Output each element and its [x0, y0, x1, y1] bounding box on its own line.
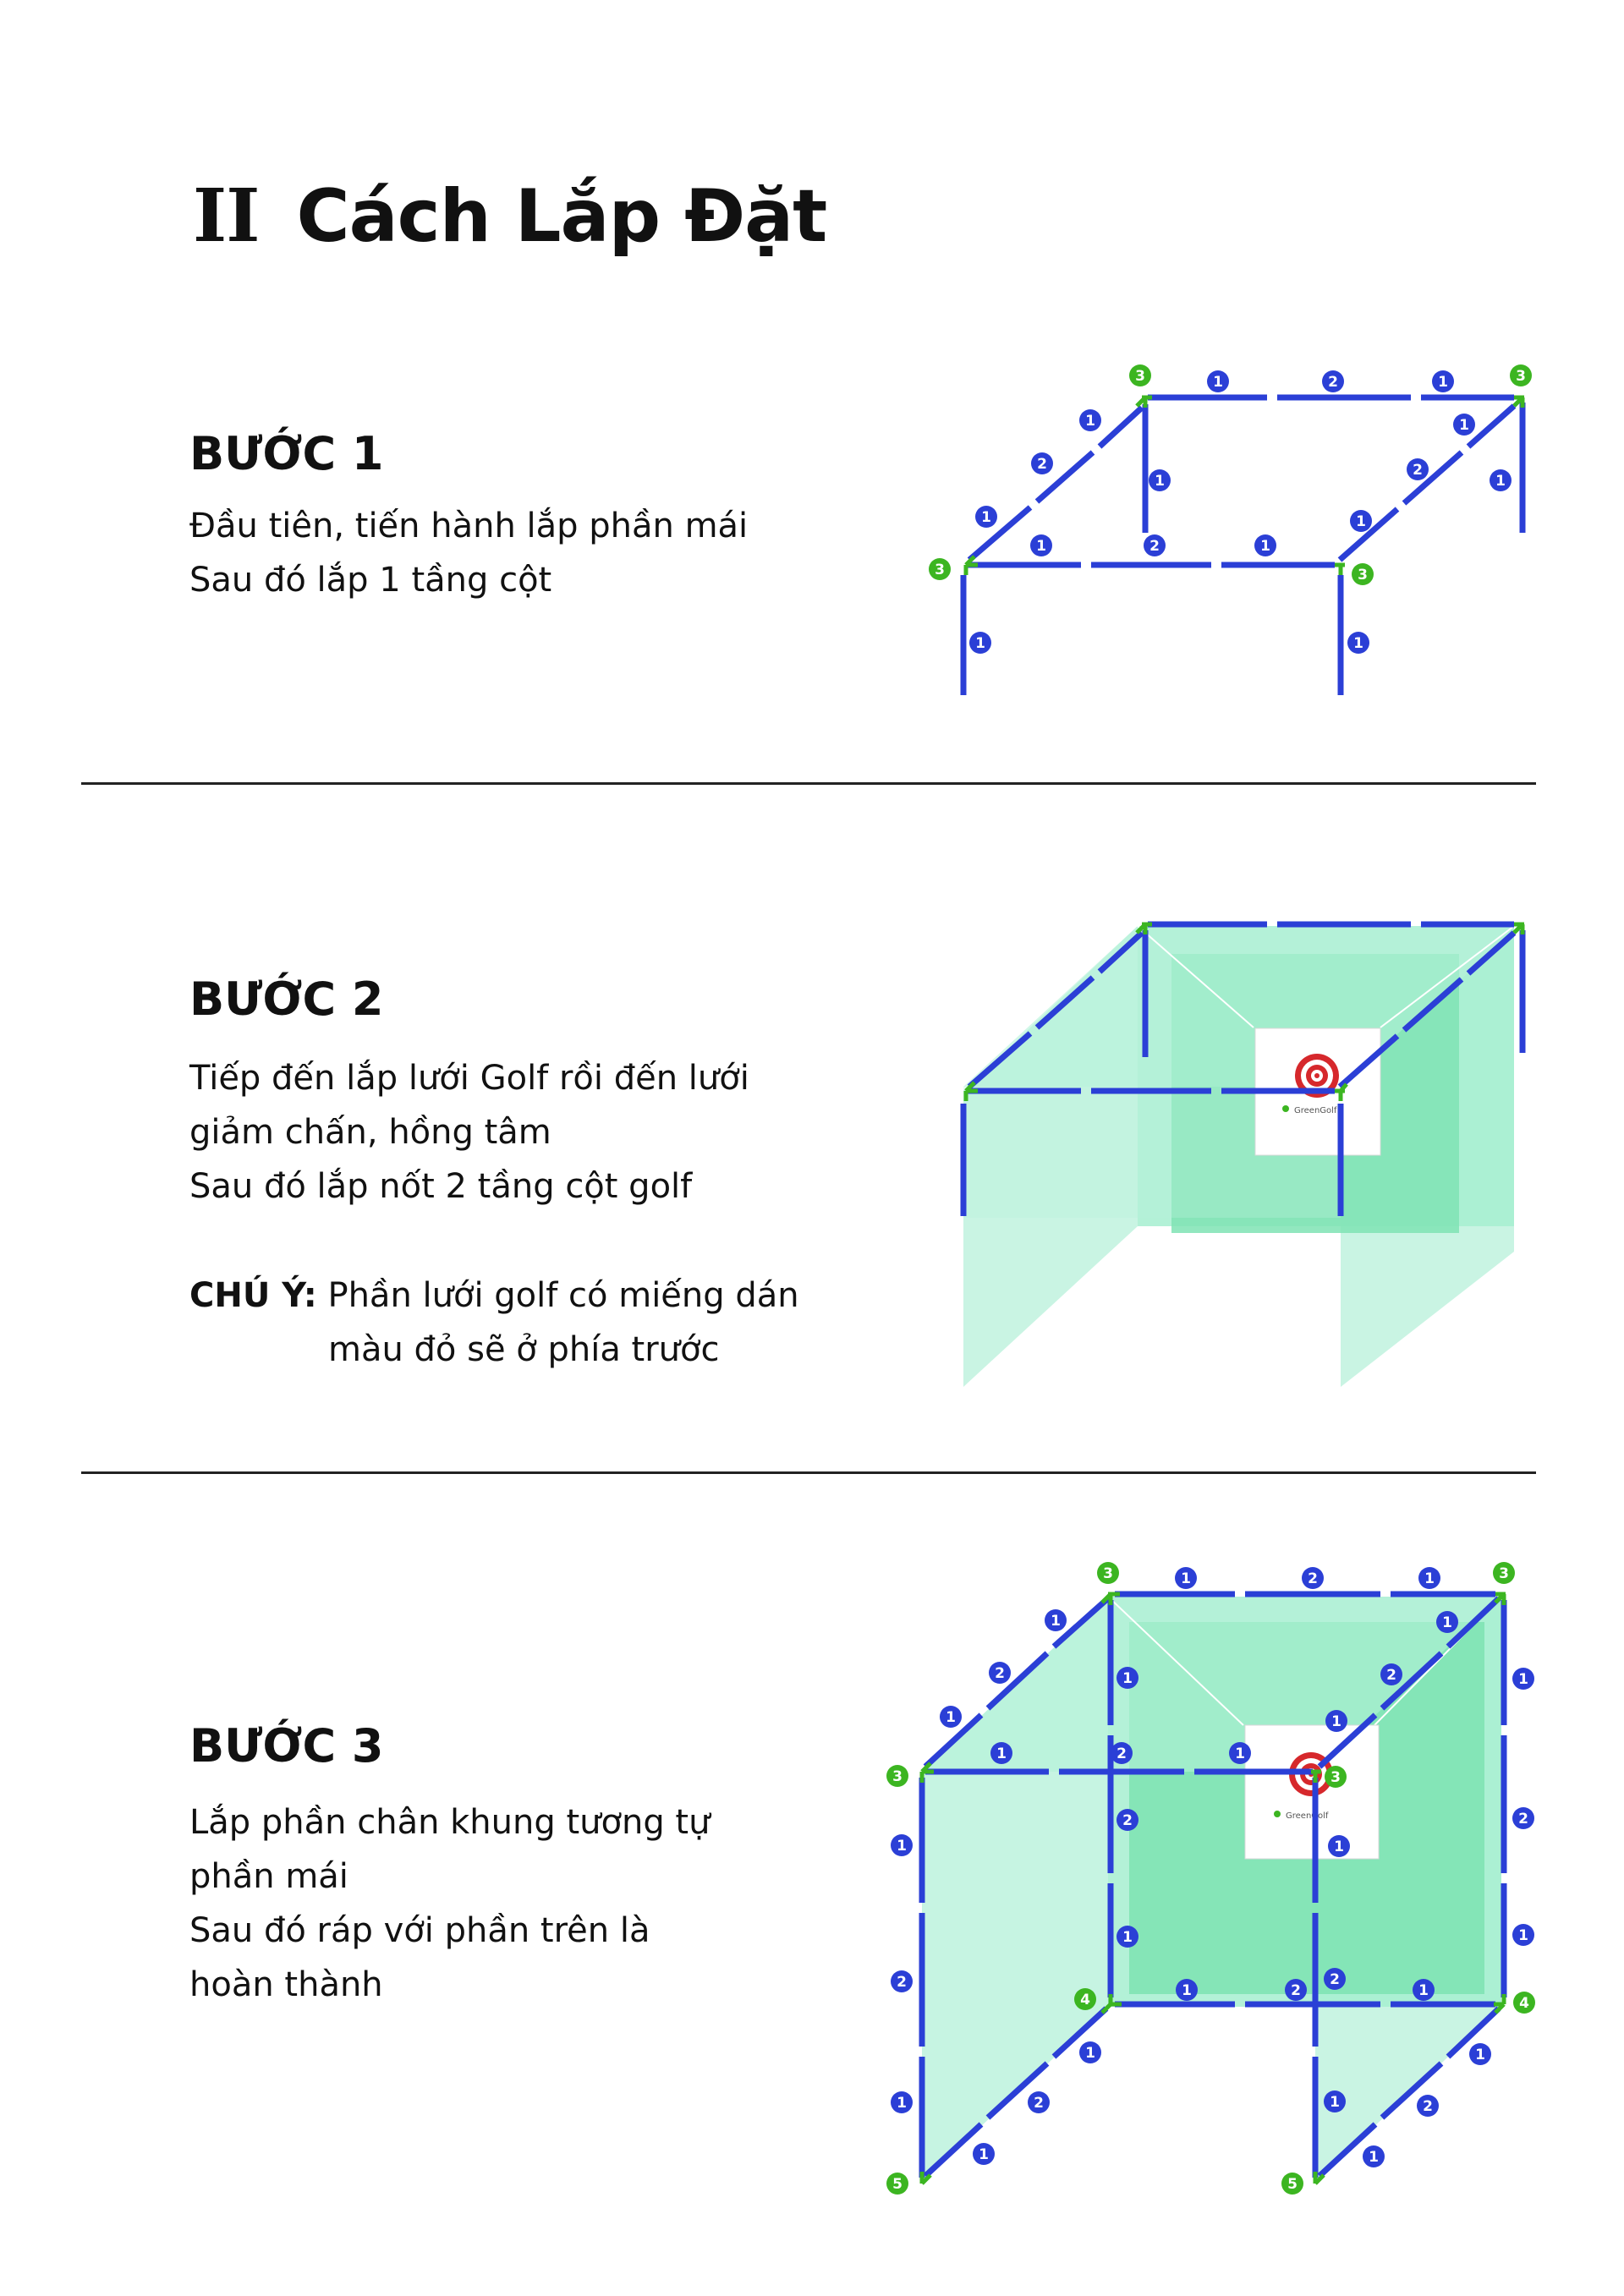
svg-text:3: 3 [892, 1768, 903, 1785]
svg-text:3: 3 [1358, 567, 1368, 584]
note-line: Phần lưới golf có miếng dán [327, 1276, 799, 1315]
svg-text:1: 1 [1369, 2149, 1379, 2166]
step-1-text: Đầu tiên, tiến hành lắp phần mái Sau đó … [189, 499, 748, 607]
svg-text:1: 1 [1418, 1982, 1429, 1999]
target-logo: GreenGolf [1286, 1811, 1329, 1821]
svg-text:1: 1 [1353, 635, 1363, 652]
svg-text:2: 2 [1386, 1667, 1396, 1684]
divider [81, 782, 1536, 785]
step-3-line: phần mái [189, 1857, 348, 1896]
svg-text:4: 4 [1519, 1995, 1529, 2012]
svg-text:1: 1 [979, 2146, 989, 2163]
svg-text:2: 2 [1116, 1745, 1127, 1762]
step-3-line: Sau đó ráp với phần trên là [189, 1911, 650, 1950]
svg-text:4: 4 [1080, 1992, 1090, 2008]
step-1-line: Đầu tiên, tiến hành lắp phần mái [189, 507, 749, 545]
svg-text:5: 5 [1287, 2176, 1298, 2193]
svg-text:1: 1 [897, 1838, 907, 1855]
svg-text:1: 1 [975, 635, 985, 652]
divider [81, 1471, 1536, 1474]
svg-text:1: 1 [1122, 1929, 1133, 1946]
svg-text:2: 2 [1291, 1982, 1301, 1999]
step-3-connectors [919, 1592, 1506, 2185]
svg-text:1: 1 [1051, 1613, 1061, 1630]
step-2-frame [960, 921, 1526, 1216]
section-title: II Cách Lắp Đặt [193, 173, 827, 259]
step-2-text: Tiếp đến lắp lưới Golf rồi đến lưới giảm… [189, 1051, 749, 1214]
step-3-line: hoàn thành [189, 1965, 383, 2004]
svg-text:1: 1 [1182, 1982, 1192, 1999]
svg-text:2: 2 [1034, 2095, 1044, 2112]
svg-text:1: 1 [996, 1745, 1007, 1762]
step-1-badges: 1 2 1 1 2 1 1 1 2 1 1 1 2 1 1 1 3 3 3 3 [929, 364, 1532, 654]
svg-text:3: 3 [1499, 1565, 1509, 1582]
svg-text:1: 1 [1235, 1745, 1245, 1762]
svg-text:1: 1 [946, 1709, 956, 1726]
step-1-connectors [963, 395, 1525, 575]
svg-text:1: 1 [1438, 374, 1448, 391]
step-3-text: Lắp phần chân khung tương tự phần mái Sa… [189, 1795, 710, 2012]
svg-text:2: 2 [1308, 1570, 1318, 1587]
svg-text:1: 1 [1424, 1570, 1435, 1587]
svg-text:2: 2 [1330, 1971, 1340, 1988]
step-2-line: giảm chấn, hồng tâm [189, 1113, 551, 1152]
step-3-line: Lắp phần chân khung tương tự [189, 1803, 710, 1842]
svg-text:3: 3 [1103, 1565, 1113, 1582]
svg-text:3: 3 [1330, 1769, 1341, 1786]
step-1-line: Sau đó lắp 1 tầng cột [189, 561, 552, 600]
svg-text:2: 2 [1413, 462, 1423, 479]
svg-text:1: 1 [1085, 413, 1095, 430]
target-logo: GreenGolf [1294, 1106, 1337, 1115]
svg-text:5: 5 [892, 2176, 903, 2193]
section-title-text: Cách Lắp Đặt [296, 174, 827, 259]
svg-text:1: 1 [981, 509, 991, 526]
svg-text:1: 1 [1181, 1570, 1191, 1587]
svg-text:2: 2 [1122, 1812, 1133, 1829]
svg-text:1: 1 [1334, 1838, 1344, 1855]
svg-text:1: 1 [1330, 2094, 1340, 2111]
step-3-net-diagram: GreenGolf [922, 1596, 1502, 2182]
step-3-heading: BƯỚC 3 [189, 1719, 384, 1773]
svg-text:2: 2 [995, 1665, 1005, 1682]
svg-text:1: 1 [1495, 473, 1506, 490]
step-3-frame [919, 1591, 1507, 2178]
step-1-heading: BƯỚC 1 [189, 427, 384, 480]
step-2-net-diagram: GreenGolf [963, 925, 1515, 1387]
svg-text:1: 1 [1518, 1927, 1528, 1944]
svg-text:1: 1 [1442, 1614, 1452, 1631]
svg-text:3: 3 [1135, 368, 1145, 385]
step-2-line: Tiếp đến lắp lưới Golf rồi đến lưới [189, 1059, 749, 1098]
step-2-connectors [963, 922, 1525, 1101]
svg-text:2: 2 [1423, 2098, 1433, 2115]
note-line: màu đỏ sẽ ở phía trước [328, 1330, 720, 1369]
svg-text:1: 1 [1356, 513, 1366, 530]
section-number: II [193, 173, 260, 259]
svg-text:2: 2 [1518, 1811, 1528, 1827]
svg-text:1: 1 [1122, 1670, 1133, 1687]
svg-text:2: 2 [1037, 456, 1047, 473]
svg-text:1: 1 [1036, 538, 1046, 555]
note-label: CHÚ Ý: [189, 1276, 317, 1315]
svg-text:2: 2 [1328, 374, 1338, 391]
svg-text:3: 3 [1516, 368, 1526, 385]
step-2-line: Sau đó lắp nốt 2 tầng cột golf [189, 1167, 693, 1206]
svg-text:2: 2 [1149, 538, 1160, 555]
svg-text:1: 1 [1459, 417, 1469, 434]
svg-text:1: 1 [1331, 1713, 1341, 1730]
svg-text:1: 1 [1260, 538, 1270, 555]
step-2-note: CHÚ Ý: Phần lưới golf có miếng dán màu đ… [189, 1269, 799, 1377]
step-2-heading: BƯỚC 2 [189, 973, 384, 1026]
svg-text:2: 2 [897, 1974, 907, 1991]
svg-text:1: 1 [1213, 374, 1223, 391]
svg-text:1: 1 [897, 2095, 907, 2112]
svg-text:1: 1 [1518, 1671, 1528, 1688]
svg-text:1: 1 [1155, 473, 1165, 490]
svg-text:1: 1 [1085, 2045, 1095, 2062]
svg-text:3: 3 [935, 562, 945, 578]
svg-text:1: 1 [1475, 2047, 1485, 2063]
step-1-frame-diagram [960, 394, 1526, 695]
